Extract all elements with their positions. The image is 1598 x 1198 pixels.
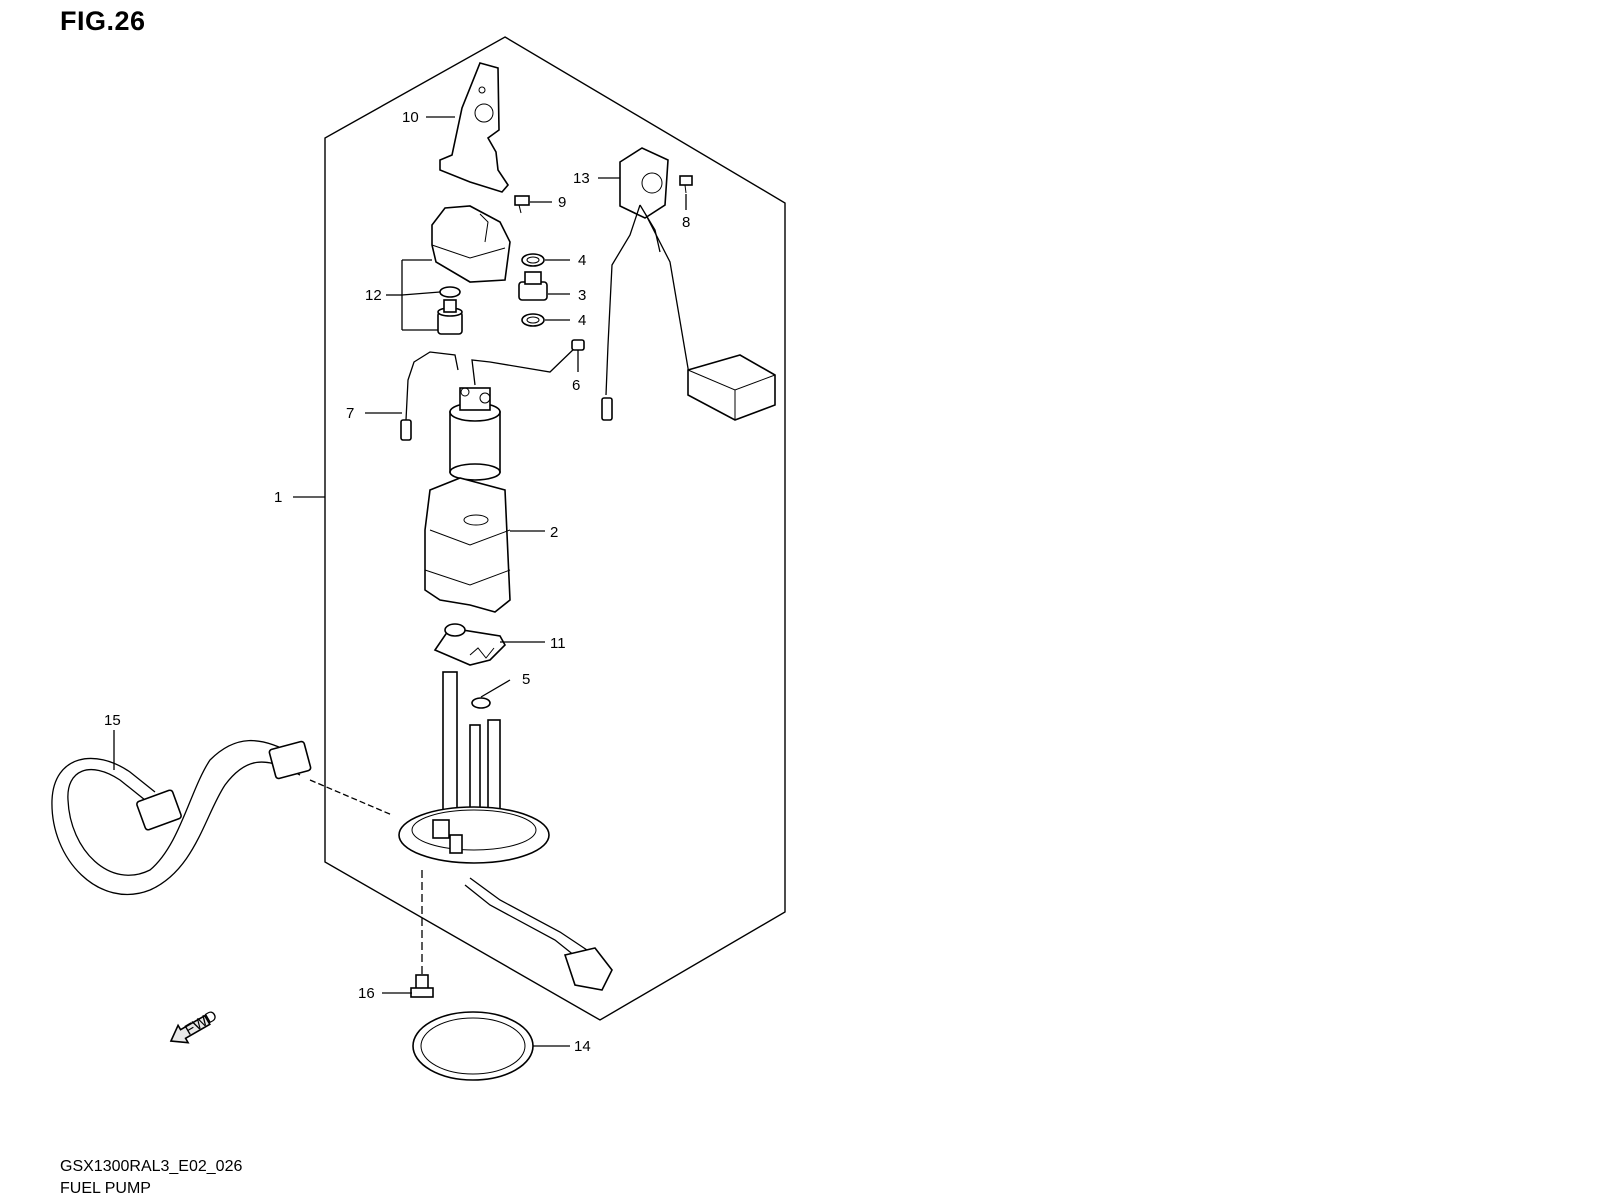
callout-10: 10 — [402, 109, 419, 126]
callout-12: 12 — [365, 287, 382, 304]
callout-6: 6 — [572, 377, 580, 394]
part-8-screw[interactable] — [679, 175, 693, 194]
assembly-outline — [324, 36, 786, 1021]
callout-3: 3 — [578, 287, 586, 304]
part-16-bolt[interactable] — [410, 974, 434, 998]
part-4-o-ring-lower[interactable] — [521, 313, 545, 327]
fwd-label: FWD — [182, 1007, 220, 1039]
part-7-wire[interactable] — [400, 351, 459, 441]
figure-name: FUEL PUMP — [60, 1180, 151, 1197]
fuel-pump-motor[interactable] — [449, 387, 501, 481]
callout-1: 1 — [274, 489, 282, 506]
model-code: GSX1300RAL3_E02_026 — [60, 1158, 243, 1175]
part-15-fuel-hose[interactable] — [51, 739, 312, 896]
callout-4-lower: 4 — [578, 312, 586, 329]
callout-4-upper: 4 — [578, 252, 586, 269]
callout-15: 15 — [104, 712, 121, 729]
callout-2: 2 — [550, 524, 558, 541]
part-2-pump-holder[interactable] — [424, 477, 511, 613]
callout-7: 7 — [346, 405, 354, 422]
part-12-o-ring[interactable] — [439, 286, 461, 298]
part-13-fuel-level-sender[interactable] — [601, 147, 776, 421]
callout-8: 8 — [682, 214, 690, 231]
part-9-screw[interactable] — [514, 195, 530, 214]
part-4-o-ring-upper[interactable] — [521, 253, 545, 267]
part-14-gasket[interactable] — [412, 1011, 534, 1081]
callout-11: 11 — [550, 635, 566, 652]
part-6-wire[interactable] — [471, 339, 585, 386]
figure-title: FIG.26 — [60, 6, 146, 36]
part-10-bracket[interactable] — [439, 62, 510, 193]
callout-16: 16 — [358, 985, 375, 1002]
part-11-strainer[interactable] — [433, 623, 506, 666]
part-5-o-ring[interactable] — [471, 697, 491, 709]
callout-labels: 1 2 3 4 4 5 6 7 8 9 10 11 12 13 14 15 16 — [104, 109, 690, 1055]
part-12-regulator[interactable] — [437, 299, 463, 335]
callout-13: 13 — [573, 170, 590, 187]
part-12-filter-cap[interactable] — [431, 205, 511, 283]
callout-5: 5 — [522, 671, 530, 688]
callout-9: 9 — [558, 194, 566, 211]
part-3-valve[interactable] — [518, 271, 548, 301]
pump-base-plate[interactable] — [398, 671, 613, 991]
leader-lines — [113, 116, 687, 1047]
callout-14: 14 — [574, 1038, 591, 1055]
fwd-direction-arrow: FWD — [169, 1007, 220, 1044]
